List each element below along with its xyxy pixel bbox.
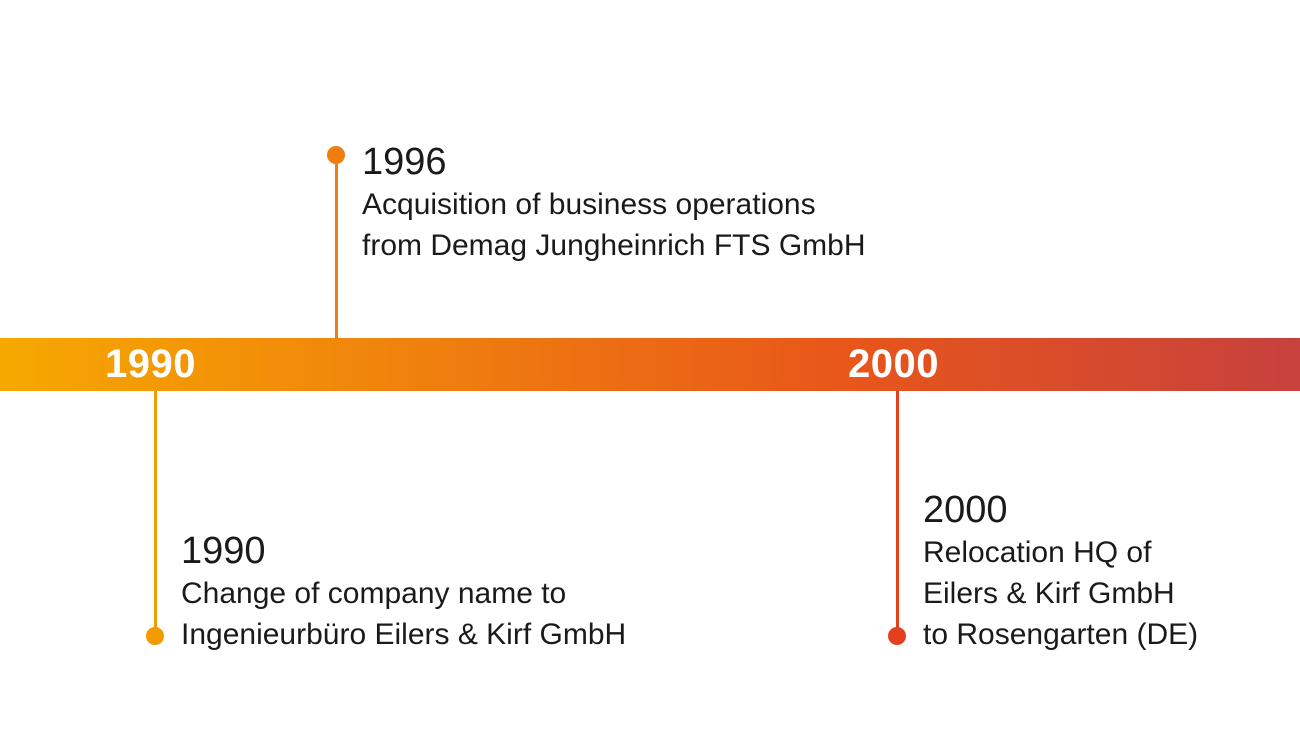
event-1996: 1996 Acquisition of business operations … [362,140,866,266]
marker-dot-1996 [327,146,345,164]
event-1990: 1990 Change of company name to Ingenieur… [181,529,626,655]
event-2000: 2000 Relocation HQ of Eilers & Kirf GmbH… [923,488,1198,655]
event-description-line: to Rosengarten (DE) [923,618,1199,651]
event-description-line: Eilers & Kirf GmbH [923,577,1175,610]
event-year: 1996 [362,141,447,183]
event-year: 2000 [923,489,1008,531]
event-description-line: Change of company name to [181,577,567,610]
connector-line-1990 [154,391,157,636]
connector-line-1996 [335,156,338,338]
event-description-line: from Demag Jungheinrich FTS GmbH [362,229,866,262]
connector-line-2000 [896,391,899,636]
marker-dot-2000 [888,627,906,645]
event-year: 1990 [181,530,266,572]
marker-dot-1990 [146,627,164,645]
event-description-line: Relocation HQ of [923,536,1152,569]
timeline-bar: 1990 2000 [0,338,1300,391]
event-description-line: Acquisition of business operations [362,188,816,221]
bar-label-1990: 1990 [105,342,196,386]
event-description-line: Ingenieurbüro Eilers & Kirf GmbH [181,618,627,651]
bar-label-2000: 2000 [848,342,939,386]
